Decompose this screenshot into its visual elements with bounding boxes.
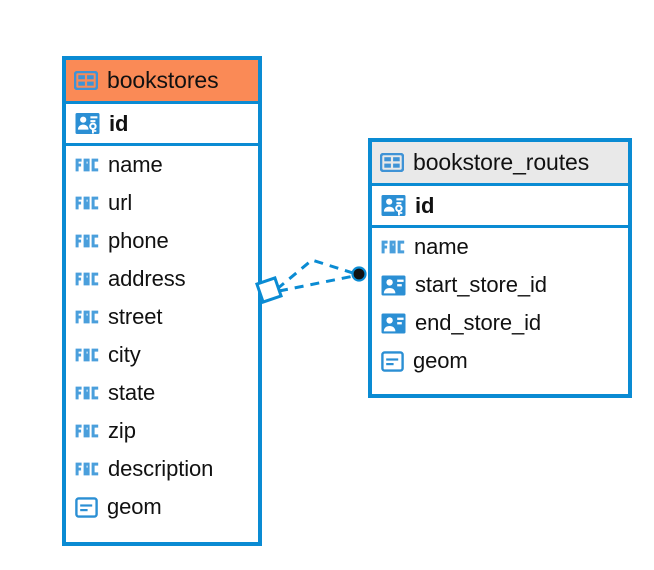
field-row-zip[interactable]: zip	[66, 412, 258, 450]
field-name: end_store_id	[415, 310, 542, 335]
field-row-start-store-id[interactable]: start_store_id	[372, 266, 628, 304]
field-list-bookstore-routes: id name	[372, 186, 628, 380]
foreign-key-icon	[381, 313, 406, 334]
geometry-icon	[75, 496, 98, 518]
field-row-name[interactable]: name	[372, 228, 628, 266]
abc-text-icon	[381, 240, 405, 254]
abc-text-icon	[75, 158, 99, 172]
field-row-name[interactable]: name	[66, 146, 258, 184]
field-name: geom	[107, 494, 162, 519]
abc-text-icon	[75, 196, 99, 210]
field-row-description[interactable]: description	[66, 450, 258, 488]
table-icon	[73, 70, 99, 91]
entity-bookstores[interactable]: bookstores id	[62, 56, 262, 546]
entity-bookstore-routes[interactable]: bookstore_routes id	[368, 138, 632, 398]
abc-text-icon	[75, 462, 99, 476]
entity-header-bookstore-routes[interactable]: bookstore_routes	[372, 142, 628, 186]
abc-text-icon	[75, 310, 99, 324]
field-name: address	[108, 266, 186, 291]
abc-text-icon	[75, 386, 99, 400]
field-row-geom[interactable]: geom	[66, 488, 258, 526]
field-name: geom	[413, 348, 468, 373]
primary-key-icon	[381, 193, 406, 218]
field-name: start_store_id	[415, 272, 547, 297]
entity-header-bookstores[interactable]: bookstores	[66, 60, 258, 104]
field-list-bookstores: id name	[66, 104, 258, 526]
field-name: state	[108, 380, 156, 405]
field-name: description	[108, 456, 214, 481]
field-name: phone	[108, 228, 169, 253]
field-name: name	[108, 152, 163, 177]
filled-circle-marker	[351, 266, 367, 282]
field-row-url[interactable]: url	[66, 184, 258, 222]
relationship-line-upper	[276, 258, 357, 291]
abc-text-icon	[75, 348, 99, 362]
abc-text-icon	[75, 234, 99, 248]
field-name: id	[415, 192, 435, 218]
field-row-phone[interactable]: phone	[66, 222, 258, 260]
abc-text-icon	[75, 272, 99, 286]
field-row-address[interactable]: address	[66, 260, 258, 298]
entity-title: bookstore_routes	[413, 149, 590, 175]
field-row-id[interactable]: id	[372, 186, 628, 228]
field-row-id[interactable]: id	[66, 104, 258, 146]
relationship-connector[interactable]	[255, 243, 375, 313]
field-row-state[interactable]: state	[66, 374, 258, 412]
entity-title: bookstores	[107, 67, 219, 93]
table-icon	[379, 152, 405, 173]
geometry-icon	[381, 350, 404, 372]
field-row-geom[interactable]: geom	[372, 342, 628, 380]
field-row-city[interactable]: city	[66, 336, 258, 374]
field-row-end-store-id[interactable]: end_store_id	[372, 304, 628, 342]
field-name: street	[108, 304, 163, 329]
abc-text-icon	[75, 424, 99, 438]
field-name: zip	[108, 418, 136, 443]
field-name: name	[414, 234, 469, 259]
foreign-key-icon	[381, 275, 406, 296]
field-name: url	[108, 190, 133, 215]
primary-key-icon	[75, 111, 100, 136]
field-row-street[interactable]: street	[66, 298, 258, 336]
field-name: city	[108, 342, 141, 367]
field-name: id	[109, 110, 129, 136]
relationship-line-lower	[278, 274, 355, 293]
